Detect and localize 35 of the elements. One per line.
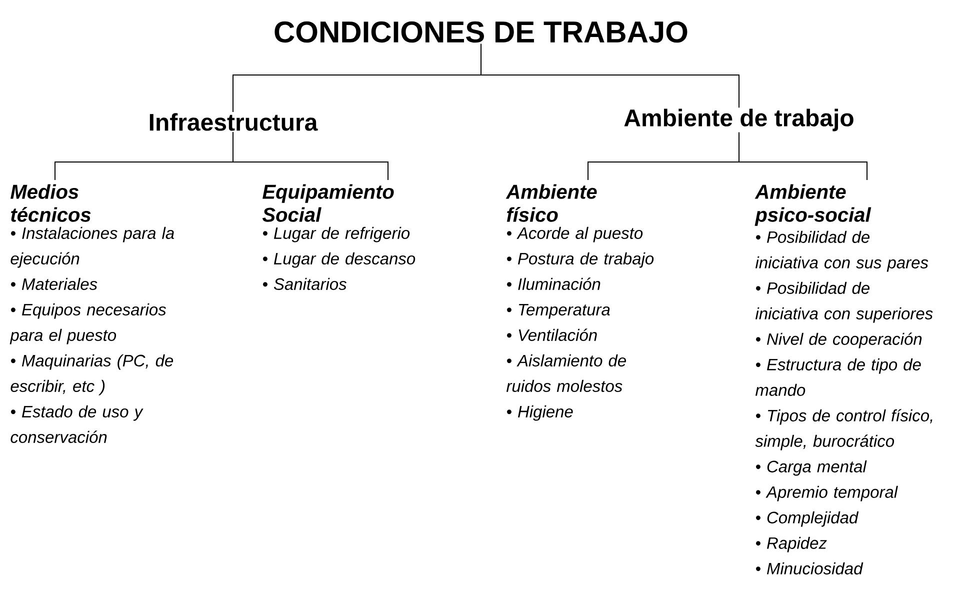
list-item: • Rapidez	[756, 536, 827, 552]
connector-line	[480, 43, 740, 108]
list-item: • Aislamiento de ruidos molestos	[506, 354, 626, 392]
list-item: • Estado de uso y conservación	[10, 405, 144, 443]
list-item: • Carga mental	[756, 460, 867, 476]
list-item: • Iluminación	[507, 278, 600, 290]
list-item: • Equipos necesarios para el puesto	[10, 303, 166, 344]
category-heading: Infraestructura	[150, 113, 318, 131]
subcategory-heading: Equipamiento Social	[262, 184, 394, 222]
list-item: • Sanitarios	[263, 278, 346, 290]
list-item: • Nivel de cooperación	[756, 332, 922, 348]
subcategory-heading: Ambiente físico	[506, 184, 597, 222]
list-item: • Postura de trabajo	[507, 252, 654, 268]
list-item: • Higiene	[507, 405, 573, 421]
list-item: • Acorde al puesto	[507, 226, 643, 242]
subcategory-heading: Ambiente psico-social	[754, 184, 872, 226]
list-item: • Maquinarias (PC, de escribir, etc )	[10, 354, 174, 396]
list-item: • Ventilación	[507, 328, 597, 341]
list-item: • Apremio temporal	[756, 486, 898, 502]
list-item: • Temperatura	[507, 304, 610, 319]
list-item: • Posibilidad de iniciativa con sus pares	[755, 230, 928, 272]
list-item: • Complejidad	[756, 511, 859, 527]
list-item: • Materiales	[10, 278, 98, 290]
list-item: • Posibilidad de iniciativa con superiores	[755, 282, 933, 323]
connector-line	[738, 132, 868, 180]
subcategory-heading: Medios técnicos	[10, 184, 91, 222]
list-item: • Minuciosidad	[756, 562, 864, 574]
category-heading: Ambiente de trabajo	[624, 108, 854, 132]
list-item: • Instalaciones para la ejecución	[10, 226, 174, 268]
connector-line	[232, 132, 388, 180]
list-item: • Estructura de tipo de mando	[755, 358, 921, 396]
list-item: • Lugar de refrigerio	[263, 226, 410, 242]
list-item: • Tipos de control físico, simple, burocrático	[755, 409, 932, 450]
list-item: • Lugar de descanso	[263, 252, 416, 268]
title: CONDICIONES DE TRABAJO	[274, 21, 688, 43]
